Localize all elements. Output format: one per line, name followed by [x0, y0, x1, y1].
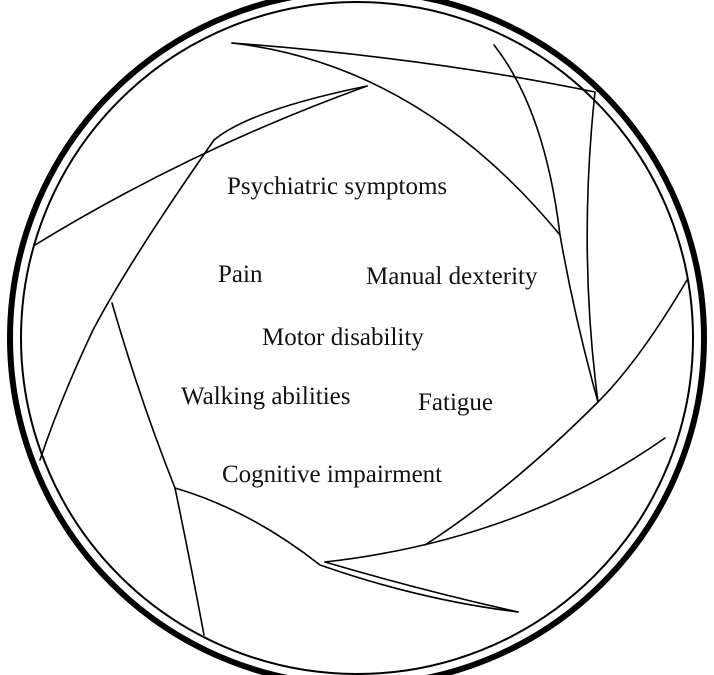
aperture-blade [493, 44, 599, 403]
outer-ring [7, 0, 707, 675]
aperture-blade [324, 561, 519, 613]
aperture-blade [231, 42, 561, 236]
aperture-blades [34, 42, 688, 636]
aperture-blade [324, 437, 666, 563]
label-motor-disability: Motor disability [262, 324, 424, 351]
label-pain: Pain [218, 261, 263, 288]
aperture-blade [174, 487, 205, 636]
label-fatigue: Fatigue [418, 389, 493, 416]
aperture-blade [111, 302, 176, 489]
label-cognitive-impairment: Cognitive impairment [222, 461, 442, 488]
label-psychiatric-symptoms: Psychiatric symptoms [227, 173, 447, 200]
aperture-blade [231, 42, 599, 403]
aperture-blade [213, 85, 368, 141]
aperture-blade [174, 487, 519, 613]
inner-ring [20, 1, 694, 675]
aperture-blade [34, 85, 368, 246]
label-walking-abilities: Walking abilities [181, 383, 350, 410]
aperture-blade [39, 139, 215, 461]
aperture-blade [424, 279, 688, 546]
label-manual-dexterity: Manual dexterity [366, 263, 538, 290]
